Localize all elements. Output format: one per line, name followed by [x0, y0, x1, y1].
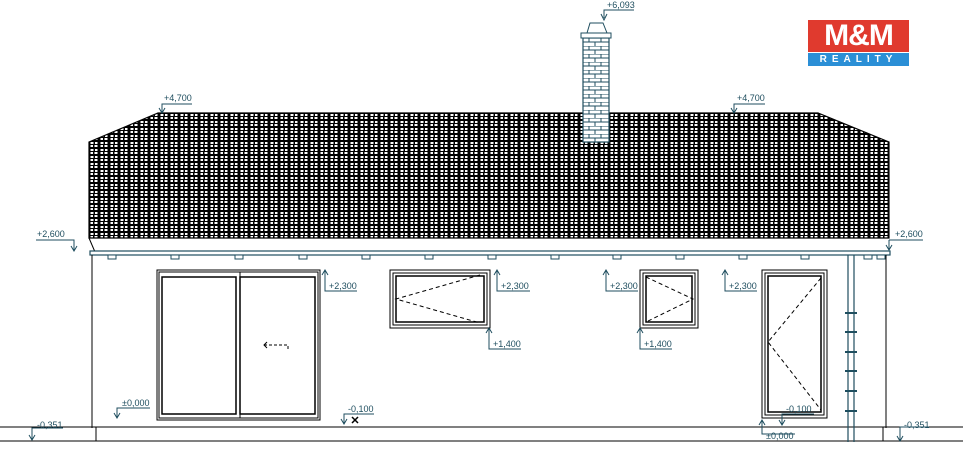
level-door-head: +2,300: [729, 281, 757, 291]
level-ridge-left: +4,700: [164, 93, 192, 103]
logo-reality-text: REALITY: [808, 53, 909, 66]
level-floor-left: ±0,000: [122, 398, 149, 408]
level-threshold-door: -0,100: [786, 404, 812, 414]
level-chimney-top: +6,093: [607, 0, 635, 10]
threshold-cross-icon: [351, 416, 359, 424]
level-window1-head: +2,300: [501, 281, 529, 291]
level-window1-sill: +1,400: [493, 339, 521, 349]
level-threshold-center: -0,100: [348, 404, 374, 414]
level-patio-door-head: +2,300: [329, 281, 357, 291]
level-eaves-right: +2,600: [895, 229, 923, 239]
level-eaves-left: +2,600: [37, 229, 65, 239]
logo-mm-text: M&M: [808, 20, 909, 52]
patio-sliding-door: [156, 269, 321, 421]
mm-reality-logo: M&M REALITY: [808, 20, 909, 66]
chimney: [580, 22, 612, 143]
eaves-gutter: [88, 237, 891, 260]
level-terrain-right: -0,351: [904, 420, 930, 430]
downpipe: [845, 255, 857, 442]
plinth-terrain: [0, 426, 963, 442]
window-1: [389, 269, 491, 329]
level-ridge-right: +4,700: [737, 93, 765, 103]
walls: [91, 255, 887, 428]
roof: [88, 112, 890, 239]
window-2: [639, 269, 699, 329]
level-markers: [28, 9, 929, 442]
level-window2-head: +2,300: [610, 281, 638, 291]
level-window2-sill: +1,400: [644, 339, 672, 349]
level-floor-right: ±0,000: [766, 431, 793, 441]
entrance-door: [761, 269, 828, 419]
level-terrain-left: -0,351: [37, 420, 63, 430]
